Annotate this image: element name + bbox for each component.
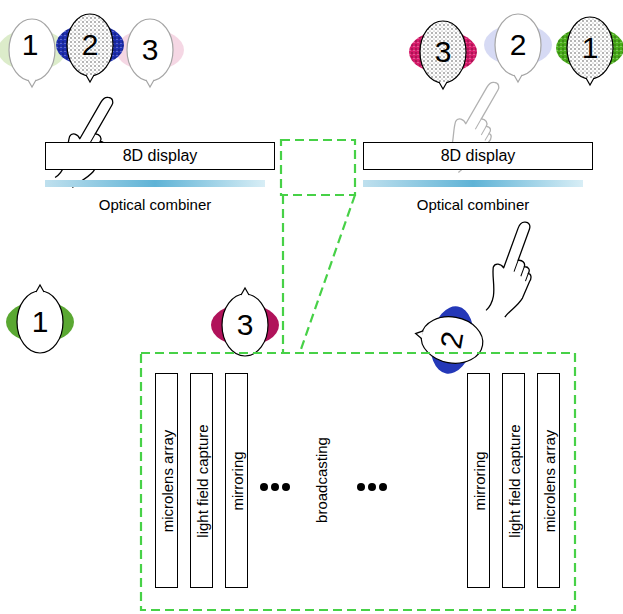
stage-box: mirroring xyxy=(225,373,248,588)
component-label: Optical combiner xyxy=(99,196,212,213)
box-label: mirroring xyxy=(228,451,245,510)
component-label: Optical combiner xyxy=(417,196,530,213)
box-label: microlens array xyxy=(158,429,175,532)
callout-number: 3 xyxy=(237,308,254,342)
callout-number: 1 xyxy=(582,31,599,65)
callout-number: 3 xyxy=(142,33,159,67)
callout-number: 1 xyxy=(22,28,39,62)
callout-number: 3 xyxy=(435,35,452,69)
callout-number: 2 xyxy=(510,28,527,62)
callout-number: 2 xyxy=(82,28,99,62)
box-label: 8D display xyxy=(364,143,592,168)
stage-box: mirroring xyxy=(467,373,490,588)
stage-box: microlens array xyxy=(537,373,560,588)
box-label: light field capture xyxy=(505,424,522,537)
stage-box: microlens array xyxy=(155,373,178,588)
display-box: 8D display xyxy=(363,142,593,170)
stage-box: light field capture xyxy=(502,373,525,588)
box-label: mirroring xyxy=(470,451,487,510)
stage-box: light field capture xyxy=(190,373,213,588)
display-box: 8D display xyxy=(45,142,275,170)
box-label: microlens array xyxy=(540,429,557,532)
step-label: broadcasting xyxy=(313,437,330,523)
box-label: 8D display xyxy=(46,143,274,168)
callout-number: 1 xyxy=(32,305,49,339)
box-label: light field capture xyxy=(193,424,210,537)
